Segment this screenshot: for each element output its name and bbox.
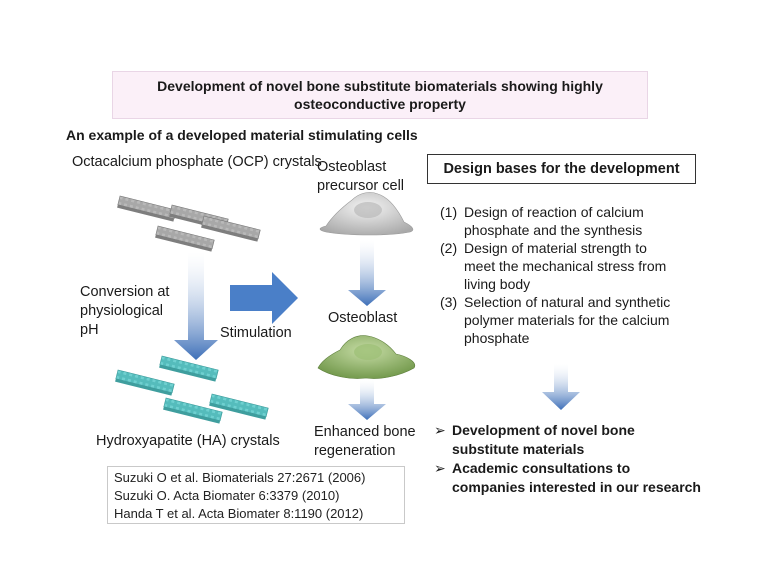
design-item-number: (3)	[440, 294, 458, 310]
reference-item: Handa T et al. Acta Biomater 8:1190 (201…	[114, 506, 364, 521]
design-result-arrow	[542, 364, 580, 410]
design-item-text: polymer materials for the calcium	[464, 312, 670, 328]
design-item-number: (1)	[440, 204, 458, 220]
design-item-text: Design of material strength to	[464, 240, 647, 256]
ocp-crystals-label: Octacalcium phosphate (OCP) crystals	[72, 154, 322, 170]
design-item-3: (3) Selection of natural and synthetic p…	[440, 293, 720, 347]
arrow-bullet-icon: ➢	[434, 422, 446, 438]
design-item-text: phosphate and the synthesis	[464, 222, 643, 238]
results-list: ➢ Development of novel bone substitute m…	[434, 421, 734, 497]
title-banner: Development of novel bone substitute bio…	[112, 71, 648, 119]
design-bases-box: Design bases for the development	[427, 154, 696, 184]
enhanced-line-2: regeneration	[314, 443, 396, 459]
reference-item: Suzuki O et al. Biomaterials 27:2671 (20…	[114, 470, 366, 485]
precursor-line-2: precursor cell	[317, 178, 405, 194]
stimulation-label: Stimulation	[220, 325, 292, 341]
references-box: Suzuki O et al. Biomaterials 27:2671 (20…	[107, 466, 405, 524]
result-text: Academic consultations to	[452, 460, 631, 476]
design-item-number: (2)	[440, 240, 458, 256]
result-text: Development of novel bone	[452, 422, 635, 438]
result-item-2: ➢ Academic consultations to companies in…	[434, 459, 734, 497]
design-item-2: (2) Design of material strength to meet …	[440, 239, 720, 293]
design-item-text: phosphate	[464, 330, 530, 346]
ocp-crystal	[155, 225, 215, 252]
precursor-cell-label: Osteoblast precursor cell	[317, 158, 404, 196]
enhanced-regeneration-label: Enhanced bone regeneration	[314, 423, 416, 461]
design-item-1: (1) Design of reaction of calcium phosph…	[440, 203, 720, 239]
design-item-text: Selection of natural and synthetic	[464, 294, 671, 310]
conversion-line-1: Conversion at	[80, 284, 170, 300]
ha-crystal	[209, 393, 269, 420]
result-text: substitute materials	[452, 441, 585, 457]
conversion-arrow	[174, 252, 218, 360]
differentiation-arrow	[348, 240, 386, 306]
conversion-label: Conversion at physiological pH	[80, 283, 169, 340]
ha-crystal	[159, 355, 219, 382]
result-text: companies interested in our research	[452, 479, 701, 495]
design-item-text: living body	[464, 276, 531, 292]
precursor-line-1: Osteoblast	[317, 159, 387, 175]
regeneration-arrow	[348, 380, 386, 420]
ha-crystals-label: Hydroxyapatite (HA) crystals	[96, 433, 280, 449]
subtitle: An example of a developed material stimu…	[66, 127, 418, 143]
conversion-line-3: pH	[80, 322, 99, 338]
arrow-bullet-icon: ➢	[434, 460, 446, 476]
design-item-text: Design of reaction of calcium	[464, 204, 644, 220]
enhanced-line-1: Enhanced bone	[314, 424, 416, 440]
title-line-1: Development of novel bone substitute bio…	[157, 78, 603, 94]
ocp-crystal	[117, 195, 177, 222]
stimulation-arrow	[230, 272, 298, 324]
design-item-text: meet the mechanical stress from	[464, 258, 667, 274]
ocp-crystal	[201, 215, 261, 242]
osteoblast-label: Osteoblast	[328, 310, 398, 326]
conversion-line-2: physiological	[80, 303, 164, 319]
ha-crystal	[163, 397, 223, 424]
result-item-1: ➢ Development of novel bone substitute m…	[434, 421, 734, 459]
reference-item: Suzuki O. Acta Biomater 6:3379 (2010)	[114, 488, 340, 503]
title-line-2: osteoconductive property	[294, 96, 466, 112]
ha-crystal	[115, 369, 175, 396]
design-bases-list: (1) Design of reaction of calcium phosph…	[440, 203, 720, 347]
